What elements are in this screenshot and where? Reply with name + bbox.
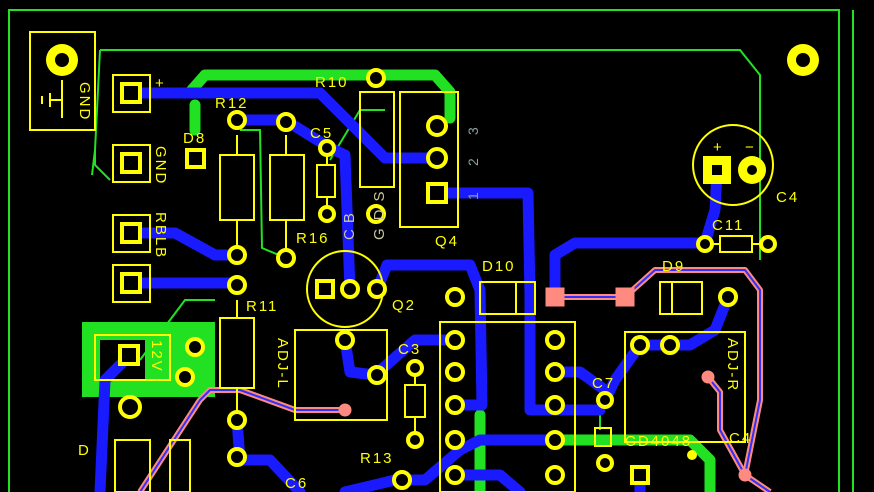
label-c4-second: C4	[729, 430, 752, 447]
label-gnd: GND	[152, 146, 169, 185]
label-q4: Q4	[435, 233, 459, 250]
r10-body	[359, 91, 395, 188]
label-r16: R16	[296, 230, 330, 247]
conn-12v-outline	[94, 334, 171, 381]
d-bottom-body	[114, 439, 151, 492]
label-c4: C4	[776, 189, 799, 206]
label-c4-plus: +	[713, 139, 724, 156]
label-c11: C11	[712, 217, 744, 234]
label-c5: C5	[310, 125, 333, 142]
label-cd4048: CD4048	[625, 433, 692, 450]
label-d8: D8	[183, 130, 206, 147]
label-gnd-top: GND	[76, 82, 93, 121]
d9-body	[659, 281, 703, 315]
label-d9: D9	[662, 258, 685, 275]
label-q2: Q2	[392, 297, 416, 314]
c5-body	[316, 164, 336, 198]
adj-r-outline	[624, 331, 746, 443]
label-c4-minus: −	[745, 139, 756, 156]
label-d-bottom: D	[78, 442, 91, 459]
label-pin2: 2	[465, 158, 481, 166]
c3-body	[404, 384, 426, 418]
pads	[46, 44, 819, 490]
label-r11: R11	[246, 298, 278, 315]
label-r13: R13	[360, 450, 394, 467]
r16-body	[269, 154, 305, 221]
part-bottom-body	[169, 439, 191, 492]
label-cb: CB	[341, 207, 358, 240]
c4-outline	[692, 124, 774, 206]
label-rblb: RBLB	[152, 212, 169, 259]
label-d10: D10	[482, 258, 516, 275]
label-pin3: 3	[465, 127, 481, 135]
r11-body	[219, 317, 255, 389]
label-plus: +	[155, 75, 166, 92]
ground-symbol	[41, 80, 63, 118]
board-outline	[8, 9, 854, 492]
ic-outline	[439, 321, 576, 492]
label-gds: GDS	[371, 183, 388, 240]
r12-body	[219, 154, 255, 221]
label-adj-r: ADJ-R	[724, 338, 741, 392]
label-c6: C6	[285, 475, 308, 492]
label-pin1: 1	[465, 192, 481, 200]
label-c3: C3	[398, 341, 421, 358]
label-r12: R12	[215, 95, 249, 112]
component-labels: R10 D8 R12 C5 R16 Q4 C4 C11 D10 D9 Q2 R1…	[76, 74, 799, 492]
label-r10: R10	[315, 74, 349, 91]
c7-body	[594, 427, 612, 447]
blue-traces	[94, 87, 734, 492]
label-adj-l: ADJ-L	[274, 338, 291, 390]
label-c7: C7	[592, 375, 615, 392]
conn-plus-outline	[112, 74, 151, 113]
conn-rb-outline	[112, 214, 151, 253]
conn-gnd-outline	[112, 144, 151, 183]
gnd-connector-outline	[29, 31, 96, 131]
label-12v: 12V	[148, 340, 165, 373]
q4-outline	[399, 91, 459, 228]
d10-body	[479, 281, 536, 315]
conn-lb-outline	[112, 264, 151, 303]
c11-body	[719, 235, 753, 253]
